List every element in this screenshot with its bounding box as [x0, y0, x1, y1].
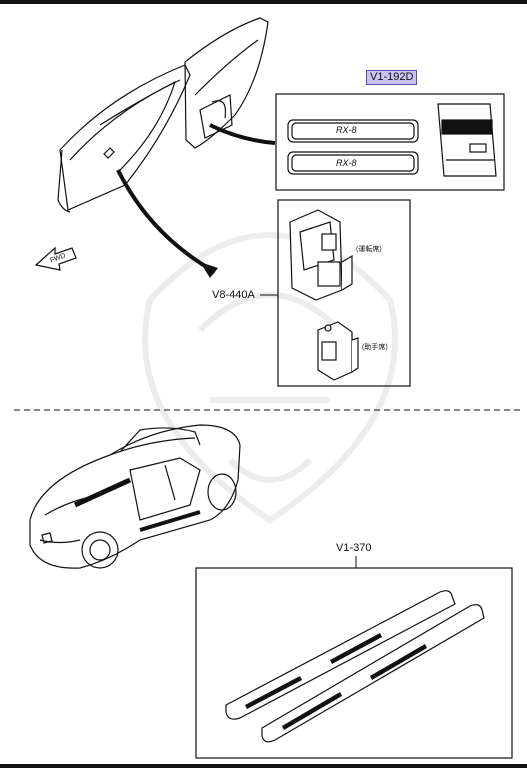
driver-side-note: (運転席) — [356, 246, 382, 253]
badge-part-code[interactable]: V1-192D — [366, 70, 418, 85]
samurai-helmet-watermark-icon — [142, 232, 398, 524]
switch-pointer — [116, 169, 216, 274]
car-illustration — [29, 424, 241, 569]
door-panel-illustration — [57, 17, 269, 213]
badge-plates — [287, 103, 497, 177]
scuff-plates — [225, 590, 485, 743]
badge-box — [275, 93, 505, 191]
badge-text-lower: RX-8 — [336, 158, 357, 168]
window-switch-driver — [289, 209, 353, 301]
bottom-rule — [0, 764, 527, 768]
scuff-part-code[interactable]: V1-370 — [336, 542, 372, 554]
scuff-plate-slots — [245, 633, 427, 730]
scuff-plate-box — [195, 567, 513, 759]
fwd-arrow-icon — [34, 246, 77, 271]
switch-part-code[interactable]: V8-440A — [212, 289, 255, 301]
car-stripe-hood — [73, 477, 132, 508]
window-switch-passenger — [317, 321, 359, 381]
badge-text-upper: RX-8 — [336, 125, 357, 135]
top-rule — [0, 0, 527, 4]
switch-box — [277, 199, 411, 387]
passenger-side-note: (助手席) — [362, 344, 388, 351]
car-stripe-sill — [139, 510, 201, 532]
badge-pointer — [209, 123, 276, 145]
